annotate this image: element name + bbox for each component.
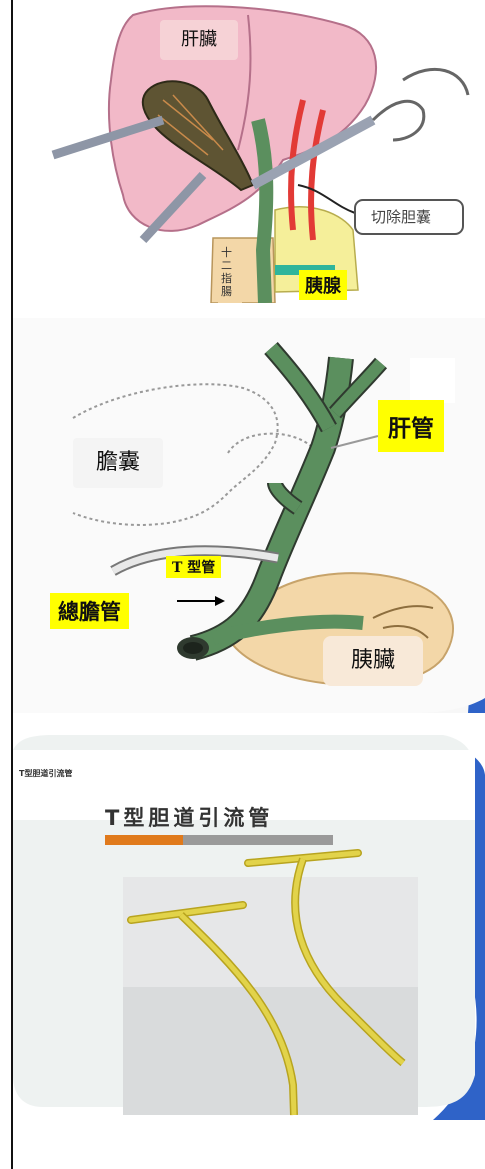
instrument-lower bbox=[139, 171, 207, 244]
bile-duct bbox=[251, 118, 274, 303]
t-tube-slide bbox=[13, 735, 485, 1120]
common-bile-duct-label: 總膽管 bbox=[50, 593, 129, 629]
remove-gallbladder-label: 切除胆囊 bbox=[371, 208, 432, 226]
panel-t-tube-slide: T型胆道引流管 T型胆道引流管 bbox=[13, 735, 485, 1120]
pancreas-label-box: 胰臟 bbox=[323, 636, 423, 686]
gallbladder-label-box: 膽囊 bbox=[73, 438, 163, 488]
t-tube-label: T 型管 bbox=[166, 556, 222, 578]
gallbladder-label: 膽囊 bbox=[95, 450, 140, 475]
cholecystectomy-illustration bbox=[13, 0, 485, 303]
left-border-line bbox=[11, 0, 13, 1169]
hepatic-duct-label: 肝管 bbox=[378, 400, 444, 452]
slide-header-band bbox=[13, 750, 475, 820]
pancreas-label: 胰腺 bbox=[299, 270, 347, 300]
accent-bar-orange bbox=[105, 835, 183, 845]
pancreas-label: 胰臟 bbox=[350, 648, 395, 673]
panel-bile-duct: 膽囊 肝管 T 型管 總膽管 胰臟 bbox=[13, 318, 485, 713]
gallbladder-outline bbox=[72, 383, 279, 526]
bile-duct-illustration bbox=[13, 318, 485, 713]
slide-header-small: T型胆道引流管 bbox=[19, 769, 73, 778]
instrument-left bbox=[51, 115, 165, 160]
accent-bar-gray bbox=[183, 835, 333, 845]
instrument-right bbox=[250, 115, 376, 190]
slide-title: T型胆道引流管 bbox=[105, 806, 274, 830]
liver-label: 肝臟 bbox=[181, 29, 217, 50]
panel-cholecystectomy: 肝臟 切除胆囊 十二指腸 胰腺 bbox=[13, 0, 485, 303]
liver-label-box: 肝臟 bbox=[160, 20, 238, 60]
duodenum-label: 十二指腸 bbox=[221, 246, 232, 298]
